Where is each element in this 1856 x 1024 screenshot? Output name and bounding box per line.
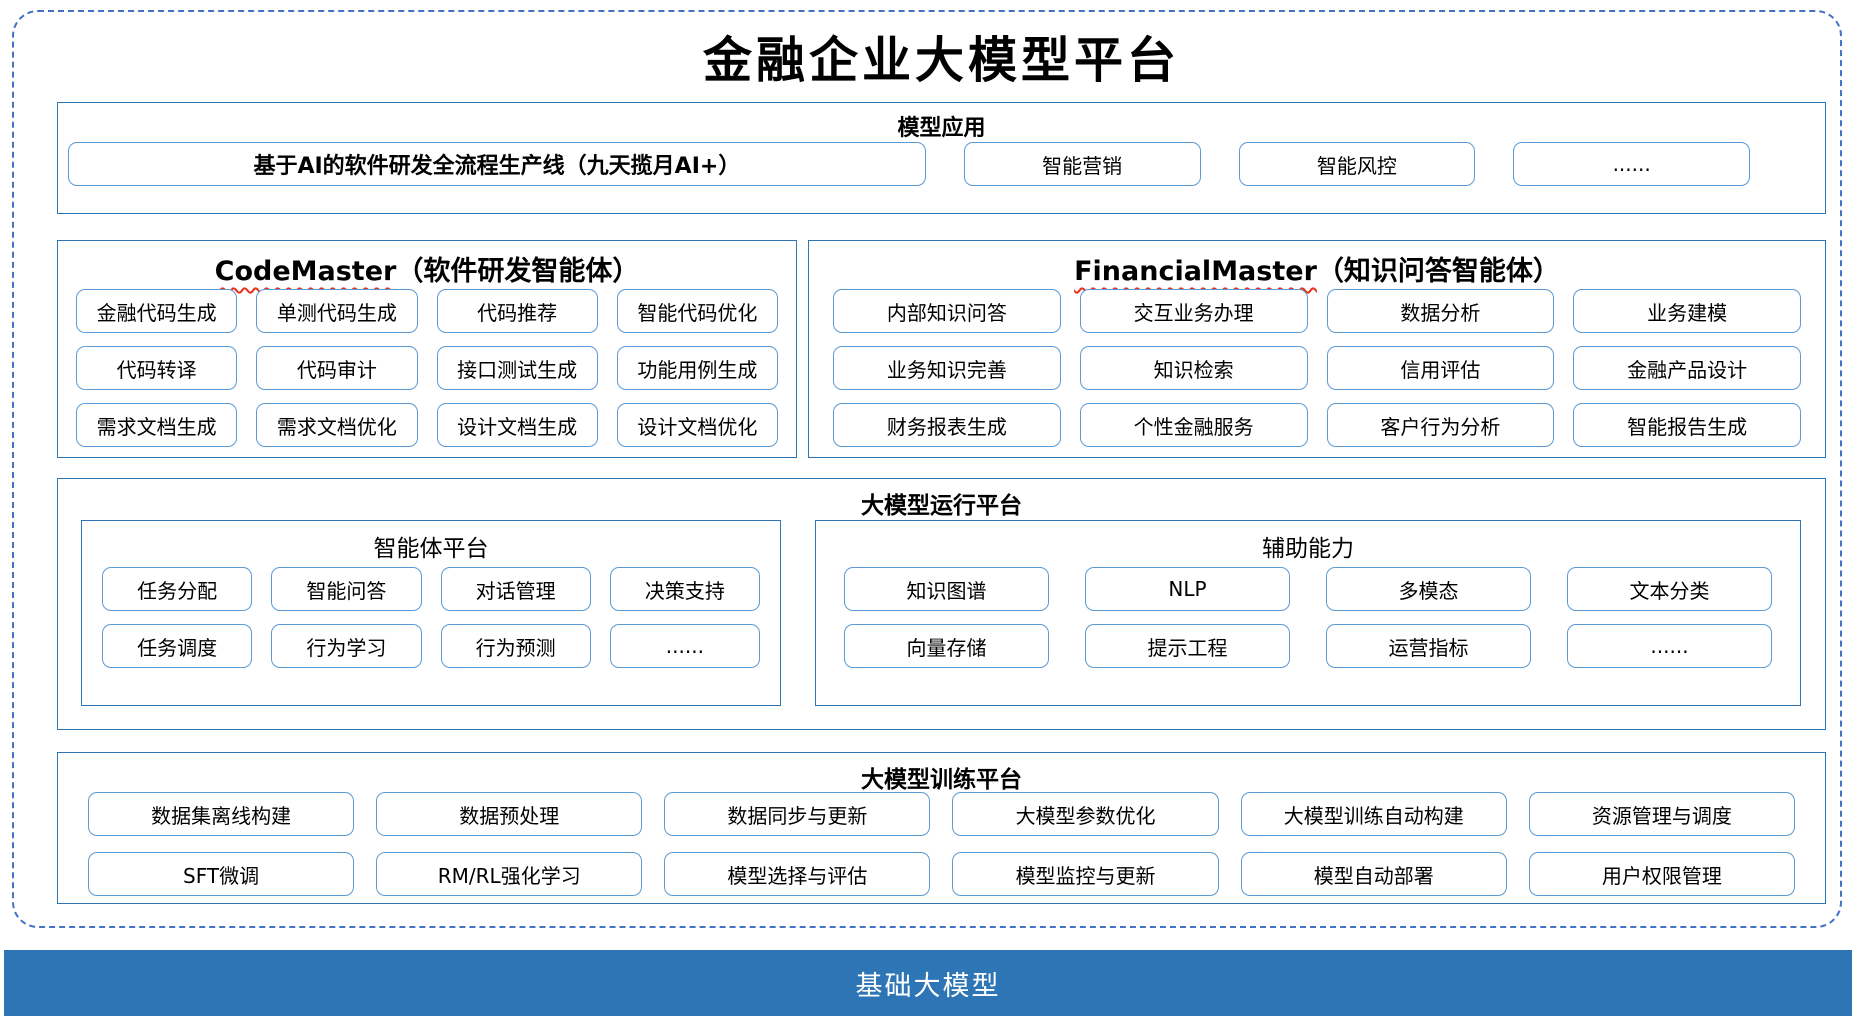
training-chip: 模型监控与更新	[952, 852, 1219, 896]
financialmaster-section: FinancialMaster（知识问答智能体） 内部知识问答 交互业务办理 数…	[808, 240, 1826, 458]
agent-platform-chip: 任务分配	[102, 567, 253, 611]
codemaster-chip: 设计文档优化	[616, 403, 778, 447]
agent-platform-chip: 决策支持	[609, 567, 760, 611]
app-chip: ......	[1513, 142, 1751, 186]
codemaster-chip: 需求文档生成	[76, 403, 238, 447]
codemaster-title-zh: （软件研发智能体）	[396, 256, 640, 287]
codemaster-chip: 代码推荐	[436, 289, 598, 333]
auxiliary-capability-header: 辅助能力	[1262, 536, 1354, 562]
training-platform-grid: 数据集离线构建 数据预处理 数据同步与更新 大模型参数优化 大模型训练自动构建 …	[58, 792, 1825, 896]
financialmaster-chip: 信用评估	[1326, 346, 1555, 390]
auxiliary-chip: 提示工程	[1085, 624, 1290, 668]
agent-platform-chip: 任务调度	[102, 624, 253, 668]
codemaster-chip: 代码转译	[76, 346, 238, 390]
agent-platform-chip: 智能问答	[271, 567, 422, 611]
codemaster-chip: 单测代码生成	[256, 289, 418, 333]
agent-platform-chip: 对话管理	[440, 567, 591, 611]
financialmaster-chip: 内部知识问答	[833, 289, 1061, 333]
app-chip-primary: 基于AI的软件研发全流程生产线（九天揽月AI+）	[68, 142, 926, 186]
codemaster-chip: 需求文档优化	[256, 403, 418, 447]
base-model-label: 基础大模型	[855, 970, 1001, 1002]
auxiliary-chip: 运营指标	[1326, 624, 1531, 668]
auxiliary-capability-box: 辅助能力 知识图谱 NLP 多模态 文本分类 向量存储 提示工程 运营指标 ..…	[815, 520, 1801, 706]
financialmaster-chip: 财务报表生成	[833, 403, 1061, 447]
training-chip: 资源管理与调度	[1528, 792, 1795, 836]
training-chip: 用户权限管理	[1528, 852, 1795, 896]
runtime-platform-section: 大模型运行平台 智能体平台 任务分配 智能问答 对话管理 决策支持 任务调度 行…	[57, 478, 1826, 730]
auxiliary-capability-grid: 知识图谱 NLP 多模态 文本分类 向量存储 提示工程 运营指标 ......	[844, 567, 1772, 668]
auxiliary-chip: 文本分类	[1567, 567, 1772, 611]
auxiliary-chip: 多模态	[1326, 567, 1531, 611]
runtime-platform-header: 大模型运行平台	[861, 493, 1022, 519]
codemaster-title: CodeMaster（软件研发智能体）	[76, 241, 778, 287]
training-platform-header: 大模型训练平台	[861, 767, 1022, 793]
financialmaster-title-zh: （知识问答智能体）	[1316, 256, 1560, 287]
financialmaster-chip: 智能报告生成	[1573, 403, 1801, 447]
financialmaster-title-en: FinancialMaster	[1074, 256, 1317, 287]
page-title: 金融企业大模型平台	[702, 31, 1180, 89]
model-application-row: 基于AI的软件研发全流程生产线（九天揽月AI+） 智能营销 智能风控 .....…	[58, 136, 1825, 186]
training-chip: 数据集离线构建	[88, 792, 355, 836]
financialmaster-title: FinancialMaster（知识问答智能体）	[833, 241, 1801, 287]
agent-platform-chip: 行为学习	[271, 624, 422, 668]
model-application-section: 模型应用 基于AI的软件研发全流程生产线（九天揽月AI+） 智能营销 智能风控 …	[57, 102, 1826, 214]
agent-platform-box: 智能体平台 任务分配 智能问答 对话管理 决策支持 任务调度 行为学习 行为预测…	[81, 520, 781, 706]
app-chip: 智能营销	[963, 142, 1201, 186]
financialmaster-chip: 金融产品设计	[1573, 346, 1801, 390]
app-chip: 智能风控	[1238, 142, 1476, 186]
auxiliary-chip: 向量存储	[844, 624, 1049, 668]
codemaster-chip: 设计文档生成	[436, 403, 598, 447]
financialmaster-chip: 知识检索	[1079, 346, 1308, 390]
codemaster-section: CodeMaster（软件研发智能体） 金融代码生成 单测代码生成 代码推荐 智…	[57, 240, 797, 458]
agent-platform-header: 智能体平台	[373, 536, 489, 562]
financialmaster-chip: 客户行为分析	[1326, 403, 1555, 447]
codemaster-chip: 功能用例生成	[616, 346, 778, 390]
financialmaster-chip: 个性金融服务	[1079, 403, 1308, 447]
training-chip: 大模型参数优化	[952, 792, 1219, 836]
codemaster-chip: 接口测试生成	[436, 346, 598, 390]
financialmaster-chip: 数据分析	[1326, 289, 1555, 333]
codemaster-chip: 智能代码优化	[616, 289, 778, 333]
agent-platform-grid: 任务分配 智能问答 对话管理 决策支持 任务调度 行为学习 行为预测 .....…	[102, 567, 760, 668]
runtime-inner-row: 智能体平台 任务分配 智能问答 对话管理 决策支持 任务调度 行为学习 行为预测…	[58, 512, 1825, 706]
training-platform-section: 大模型训练平台 数据集离线构建 数据预处理 数据同步与更新 大模型参数优化 大模…	[57, 752, 1826, 904]
training-chip: SFT微调	[88, 852, 355, 896]
training-chip: 大模型训练自动构建	[1240, 792, 1507, 836]
auxiliary-chip: 知识图谱	[844, 567, 1049, 611]
platform-frame: 金融企业大模型平台 模型应用 基于AI的软件研发全流程生产线（九天揽月AI+） …	[12, 10, 1842, 928]
auxiliary-chip: NLP	[1085, 567, 1290, 611]
financialmaster-grid: 内部知识问答 交互业务办理 数据分析 业务建模 业务知识完善 知识检索 信用评估…	[833, 289, 1801, 447]
base-model-bar: 基础大模型	[4, 950, 1852, 1016]
training-chip: 数据预处理	[376, 792, 643, 836]
agent-platform-chip: 行为预测	[440, 624, 591, 668]
training-chip: 模型自动部署	[1240, 852, 1507, 896]
training-chip: 数据同步与更新	[664, 792, 931, 836]
financialmaster-chip: 业务知识完善	[833, 346, 1061, 390]
codemaster-title-en: CodeMaster	[214, 256, 397, 287]
training-chip: 模型选择与评估	[664, 852, 931, 896]
codemaster-chip: 代码审计	[256, 346, 418, 390]
auxiliary-chip: ......	[1567, 624, 1772, 668]
training-chip: RM/RL强化学习	[376, 852, 643, 896]
agent-platform-chip: ......	[609, 624, 760, 668]
codemaster-chip: 金融代码生成	[76, 289, 238, 333]
model-application-header: 模型应用	[897, 116, 986, 141]
codemaster-grid: 金融代码生成 单测代码生成 代码推荐 智能代码优化 代码转译 代码审计 接口测试…	[76, 289, 778, 447]
financialmaster-chip: 业务建模	[1573, 289, 1801, 333]
financialmaster-chip: 交互业务办理	[1079, 289, 1308, 333]
agents-row: CodeMaster（软件研发智能体） 金融代码生成 单测代码生成 代码推荐 智…	[57, 240, 1826, 458]
